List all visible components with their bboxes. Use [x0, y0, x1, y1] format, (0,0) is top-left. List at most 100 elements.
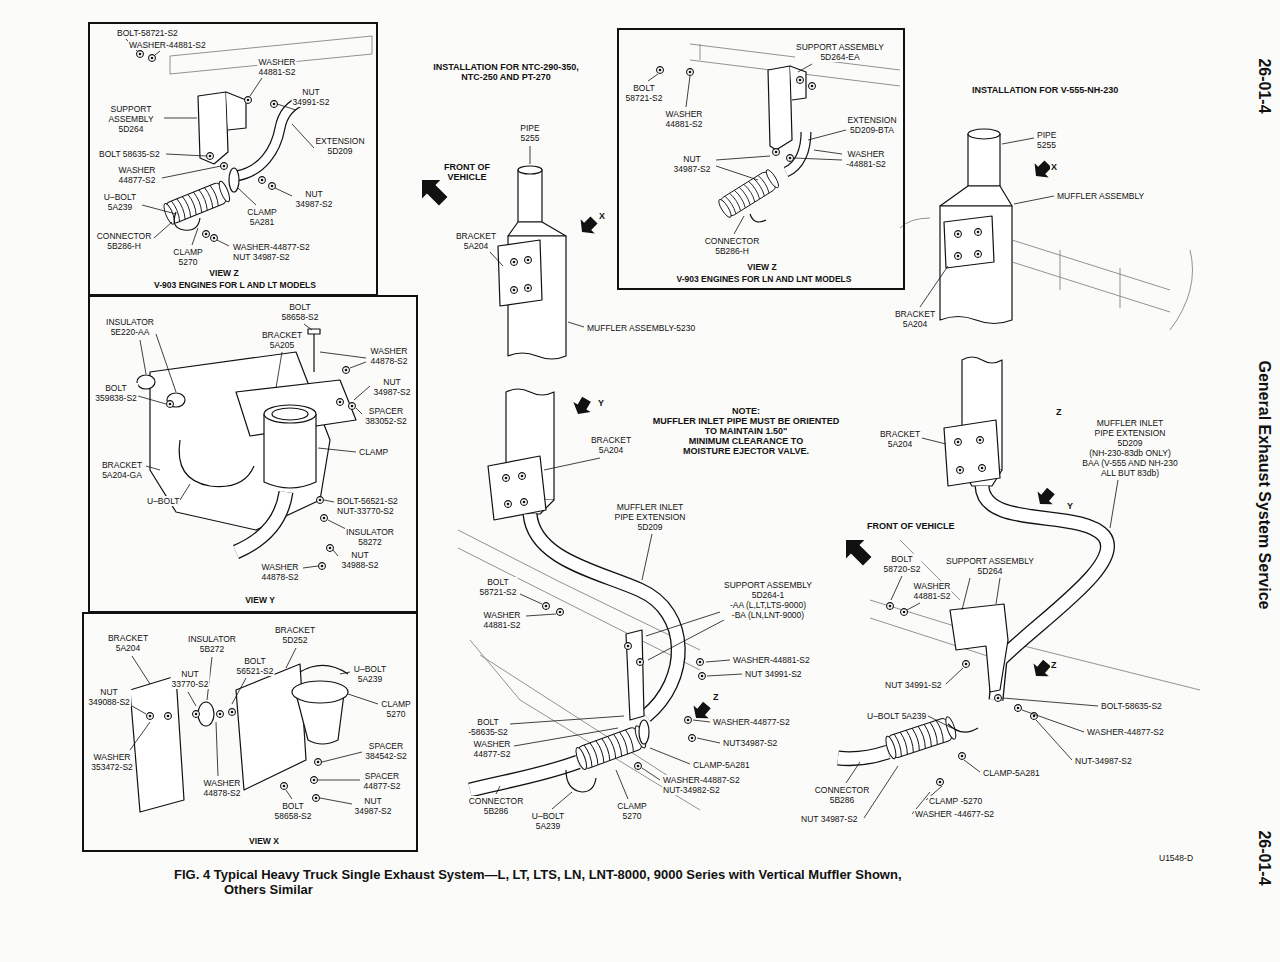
text-line: BOLT	[282, 302, 319, 312]
v555-muffler-installation	[920, 138, 1054, 307]
view-z-l-lt-parts	[137, 51, 144, 58]
lower-right-installation	[959, 753, 966, 760]
text-line: SPACER	[365, 741, 407, 751]
text-line: U–BOLT	[532, 811, 564, 821]
view-y-parts	[138, 324, 370, 568]
part-callout: INSTALLATION FOR NTC-290-350, NTC-250 AN…	[432, 62, 580, 82]
view-y-parts	[343, 367, 350, 374]
text-line: 44878-S2	[262, 572, 299, 582]
text-line: 384542-S2	[365, 751, 407, 761]
view-x-parts	[300, 665, 348, 674]
part-callout: WASHER 44878-S2	[370, 346, 409, 366]
part-callout: U–BOLT 5A239	[866, 711, 927, 721]
text-line: NUT	[342, 550, 379, 560]
text-line: 44881-S2	[666, 119, 703, 129]
part-callout: PIPE 5255	[1036, 130, 1057, 150]
text-line: NUT-34982-S2	[663, 785, 740, 795]
part-callout: BOLT 58635-S2	[98, 149, 161, 159]
part-callout: WASHER 44877-S2	[118, 165, 157, 185]
part-callout: WASHER 353472-S2	[90, 752, 134, 772]
part-callout: CLAMP 5270	[380, 699, 411, 719]
part-callout: Y	[597, 398, 605, 408]
part-callout: BOLT-56521-S2 NUT-33770-S2	[336, 496, 399, 516]
text-line: INSULATOR	[346, 527, 394, 537]
view-z-ln-lnt-parts	[648, 64, 846, 234]
part-callout: FRONT OF VEHICLE	[443, 162, 491, 182]
part-callout: WASHER-44881-S2	[128, 40, 207, 50]
text-line: U–BOLT 5A239	[867, 711, 926, 721]
text-line: BOLT 58635-S2	[99, 149, 160, 159]
view-z-ln-lnt-parts	[717, 168, 781, 219]
text-line: CLAMP	[359, 447, 388, 457]
text-line: 5A281	[247, 217, 276, 227]
view-y-parts	[313, 334, 314, 372]
part-callout: INSULATOR 5B272	[187, 634, 237, 654]
lower-center-installation	[470, 762, 578, 790]
text-line: SUPPORT ASSEMBLY	[796, 42, 884, 52]
part-callout: X	[598, 211, 606, 221]
lower-center-installation	[488, 456, 546, 520]
lower-center-installation	[470, 762, 578, 790]
part-callout: SPACER 384542-S2	[364, 741, 408, 761]
text-line: BRACKET	[262, 330, 302, 340]
text-line: NUT 34987-S2	[233, 252, 310, 262]
text-line: CONNECTOR	[705, 236, 760, 246]
part-callout: U–BOLT	[146, 496, 180, 506]
text-line: MUFFLER ASSEMBLY	[1057, 191, 1144, 201]
text-line: 56521-S2	[237, 666, 274, 676]
text-line: WASHER	[474, 739, 511, 749]
view-x-parts	[130, 676, 184, 812]
text-line: 5D264-EA	[796, 52, 884, 62]
text-line: -58635-S2	[468, 727, 508, 737]
text-line: 5A239	[354, 674, 386, 684]
part-callout: BOLT-58635-S2	[1100, 701, 1163, 711]
text-line: BAA (V-555 AND NH-230	[1082, 458, 1177, 468]
part-callout: NUT-34987-S2	[1074, 756, 1133, 766]
part-callout: INSTALLATION FOR V-555-NH-230	[971, 85, 1119, 95]
v555-muffler-installation	[975, 229, 982, 236]
text-line: MOISTURE EJECTOR VALVE.	[653, 446, 840, 456]
lower-center-installation	[697, 659, 704, 666]
text-line: BOLT-56521-S2	[337, 496, 398, 506]
text-line: NUT	[674, 154, 711, 164]
part-callout: BRACKET 5A204	[107, 633, 149, 653]
text-line: 58658-S2	[275, 811, 312, 821]
view-z-l-lt-parts	[203, 231, 210, 238]
text-line: BOLT	[480, 577, 517, 587]
part-callout: Y	[1066, 501, 1074, 511]
lower-right-installation	[950, 604, 1008, 692]
text-line: 44877-S2	[119, 175, 156, 185]
part-callout: WASHER 44881-S2	[483, 610, 522, 630]
text-line: 5A204	[895, 319, 935, 329]
view-z-ln-lnt-parts	[797, 77, 804, 84]
text-line: -44881-S2	[846, 159, 886, 169]
part-callout: WASHER-44877-S2	[712, 717, 791, 727]
view-z-ln-lnt-parts	[648, 44, 900, 234]
view-z-ln-lnt-parts	[773, 149, 780, 156]
part-callout: BRACKET 5A204	[455, 231, 497, 251]
part-callout: MUFFLER INLET PIPE EXTENSION 5D209	[614, 502, 687, 532]
part-callout: WASHER-44877-S2	[1086, 727, 1165, 737]
part-callout: NUT 34987-S2	[673, 154, 712, 174]
text-line: 5A204	[591, 445, 631, 455]
view-z-ln-lnt-parts	[750, 214, 766, 222]
lower-center-installation	[637, 659, 644, 666]
text-line: 58720-S2	[884, 564, 921, 574]
ntc-muffler-installation	[498, 240, 542, 306]
part-callout: BRACKET 5A204-GA	[101, 460, 143, 480]
ntc-muffler-installation	[518, 166, 542, 174]
text-line: 359838-S2	[95, 393, 137, 403]
part-callout: WASHER 44881-S2	[913, 581, 952, 601]
view-y-parts	[308, 329, 320, 334]
lower-center-installation	[530, 514, 678, 716]
view-z-l-lt-parts	[126, 39, 314, 246]
text-line: 58721-S2	[480, 587, 517, 597]
text-line: BOLT	[626, 83, 663, 93]
view-y-parts	[264, 405, 316, 423]
text-line: 5A204	[456, 241, 496, 251]
ntc-muffler-installation	[511, 287, 518, 294]
text-line: NUT 34991-S2	[745, 669, 802, 679]
part-callout: SPACER 44877-S2	[363, 771, 402, 791]
text-line: BOLT	[237, 656, 274, 666]
view-x-parts	[311, 777, 318, 784]
